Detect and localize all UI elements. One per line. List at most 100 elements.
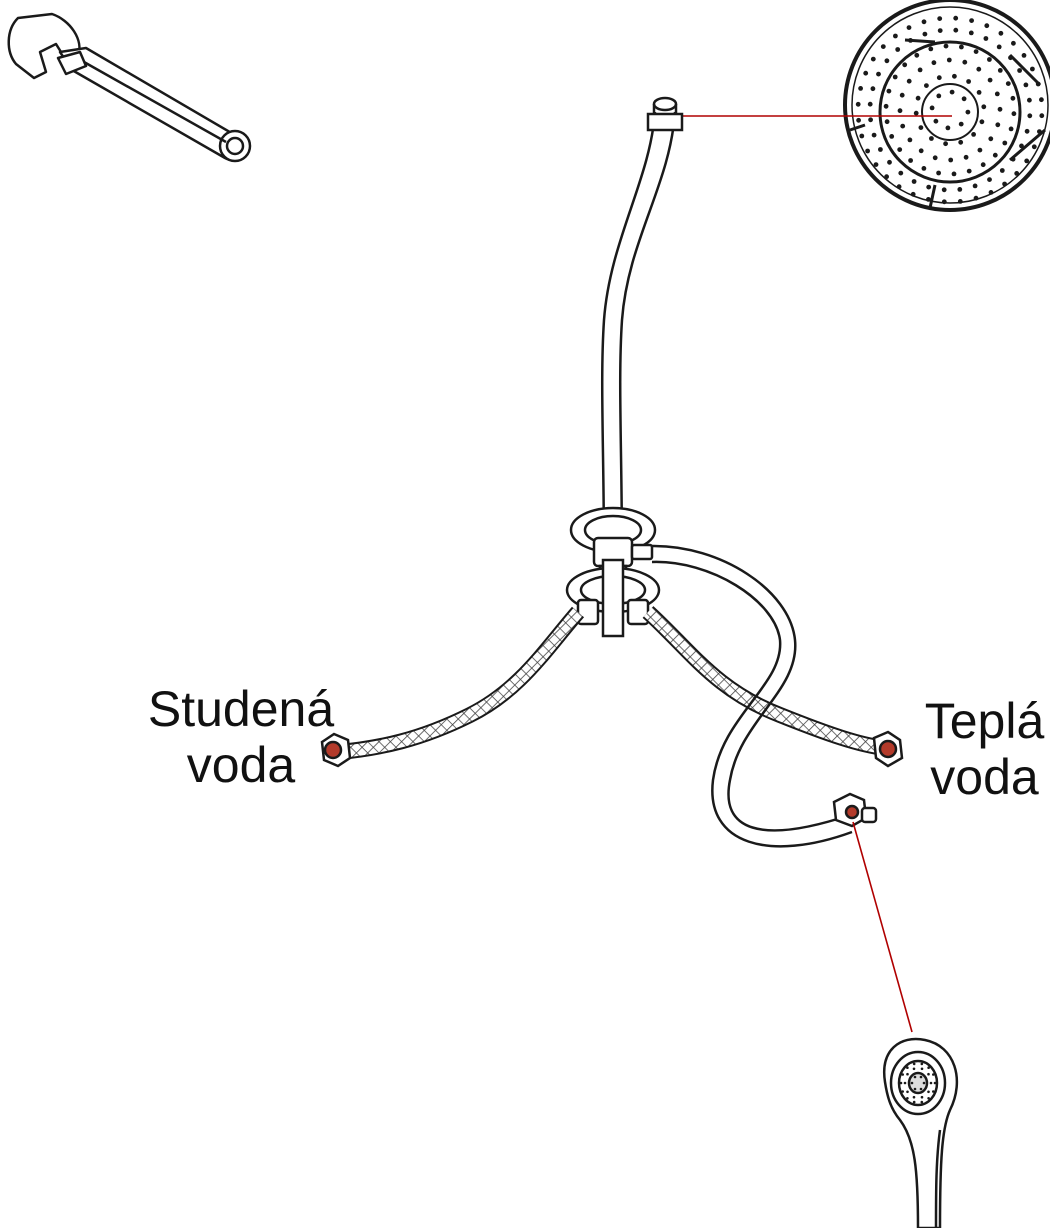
nozzle-dot bbox=[922, 31, 928, 37]
nozzle-dot bbox=[868, 117, 873, 123]
hand-nozzle-dot bbox=[912, 1095, 916, 1099]
nozzle-dot bbox=[1031, 144, 1037, 150]
nozzle-dot bbox=[878, 147, 883, 152]
nozzle-dot bbox=[907, 137, 913, 143]
nozzle-dot bbox=[1008, 126, 1014, 132]
nozzle-dot bbox=[968, 30, 974, 36]
nozzle-dot bbox=[884, 174, 889, 180]
nozzle-dot bbox=[1027, 97, 1032, 103]
nozzle-dot bbox=[1011, 111, 1017, 117]
nozzle-dot bbox=[914, 52, 920, 58]
nozzle-dot bbox=[1024, 158, 1030, 164]
hand-nozzle-dot bbox=[912, 1067, 916, 1071]
hand-nozzle-dot bbox=[919, 1075, 923, 1079]
nozzle-dot bbox=[937, 16, 943, 21]
nozzle-dot bbox=[924, 83, 929, 88]
nozzle-dot bbox=[995, 122, 1001, 128]
hand-nozzle-dot bbox=[910, 1081, 914, 1085]
nozzle-dot bbox=[957, 187, 963, 192]
nozzle-dot bbox=[965, 109, 971, 115]
nozzle-dot bbox=[876, 71, 881, 77]
hand-nozzle-dot bbox=[927, 1090, 930, 1094]
nozzle-dot bbox=[966, 168, 972, 174]
nozzle-dot bbox=[941, 199, 947, 205]
nozzle-dot bbox=[915, 95, 921, 101]
hand-shower-icon bbox=[882, 1037, 959, 1228]
cold-water-label: Studená voda bbox=[136, 681, 346, 793]
nozzle-dot bbox=[983, 36, 989, 41]
hand-nozzle-dot bbox=[901, 1073, 904, 1076]
nozzle-dot bbox=[921, 19, 927, 25]
nozzle-dot bbox=[899, 92, 905, 98]
nozzle-dot bbox=[1023, 82, 1029, 88]
hand-nozzle-dot bbox=[932, 1073, 935, 1076]
hand-nozzle-dot bbox=[929, 1081, 933, 1085]
nozzle-dot bbox=[936, 93, 942, 99]
nozzle-dot bbox=[902, 62, 908, 68]
hand-nozzle-dot bbox=[920, 1067, 924, 1071]
nozzle-dot bbox=[859, 133, 865, 139]
nozzle-dot bbox=[870, 56, 876, 62]
nozzle-dot bbox=[906, 78, 912, 84]
nozzle-dot bbox=[932, 155, 938, 161]
nozzle-dot bbox=[971, 132, 976, 137]
flexible-shower-hose bbox=[651, 544, 853, 848]
nozzle-dot bbox=[962, 59, 968, 65]
nozzle-dot bbox=[900, 123, 906, 129]
nozzle-dot bbox=[976, 90, 982, 95]
nozzle-dot bbox=[959, 44, 964, 50]
nozzle-dot bbox=[1035, 81, 1041, 87]
nozzle-dot bbox=[996, 44, 1002, 50]
nozzle-dot bbox=[969, 18, 974, 23]
hand-nozzle-dot bbox=[912, 1062, 916, 1066]
hand-nozzle-dot bbox=[906, 1097, 909, 1100]
nozzle-dot bbox=[973, 195, 979, 201]
nozzle-dot bbox=[889, 134, 895, 139]
nozzle-dot bbox=[897, 147, 903, 153]
nozzle-dot bbox=[883, 103, 889, 109]
nozzle-dot bbox=[976, 66, 982, 72]
hand-nozzle-dot bbox=[920, 1095, 924, 1099]
nozzle-dot bbox=[936, 75, 942, 81]
nozzle-dot bbox=[943, 43, 949, 49]
nozzle-dot bbox=[948, 157, 954, 163]
nozzle-dot bbox=[931, 60, 937, 66]
nozzle-dot bbox=[893, 33, 898, 39]
hand-nozzle-dot bbox=[922, 1081, 926, 1085]
mixer-valve bbox=[565, 506, 661, 638]
hot-hose-nut bbox=[872, 730, 904, 768]
nozzle-dot bbox=[898, 170, 904, 176]
nozzle-dot bbox=[1024, 128, 1030, 134]
nozzle-dot bbox=[880, 44, 886, 49]
nozzle-dot bbox=[949, 89, 955, 95]
nozzle-dot bbox=[958, 121, 964, 127]
nozzle-dot bbox=[892, 74, 898, 80]
nozzle-dot bbox=[858, 86, 863, 91]
nozzle-dot bbox=[951, 171, 957, 177]
hand-nozzle-dot bbox=[901, 1090, 904, 1093]
nozzle-dot bbox=[1010, 95, 1016, 101]
nozzle-dot bbox=[871, 132, 877, 138]
nozzle-dot bbox=[953, 15, 959, 21]
nozzle-dot bbox=[884, 58, 890, 64]
nozzle-dot bbox=[911, 179, 917, 184]
nozzle-dot bbox=[957, 199, 963, 204]
nozzle-dot bbox=[1014, 171, 1020, 176]
nozzle-dot bbox=[895, 47, 901, 52]
nozzle-dot bbox=[906, 25, 912, 30]
hand-nozzle-dot bbox=[919, 1087, 923, 1091]
hand-nozzle-dot bbox=[920, 1062, 924, 1066]
nozzle-dot bbox=[873, 162, 879, 168]
hand-nozzle-dot bbox=[913, 1075, 917, 1079]
connector-line-hand-shower bbox=[852, 821, 913, 1033]
nozzle-dot bbox=[918, 148, 924, 154]
nozzle-dot bbox=[981, 104, 987, 110]
nozzle-dot bbox=[1002, 181, 1007, 187]
hand-nozzle-dot bbox=[927, 1097, 930, 1100]
nozzle-dot bbox=[952, 73, 957, 79]
braided-hose-cold bbox=[339, 606, 585, 760]
nozzle-dot bbox=[980, 162, 986, 168]
nozzle-dot bbox=[926, 197, 931, 202]
nozzle-dot bbox=[870, 86, 876, 92]
